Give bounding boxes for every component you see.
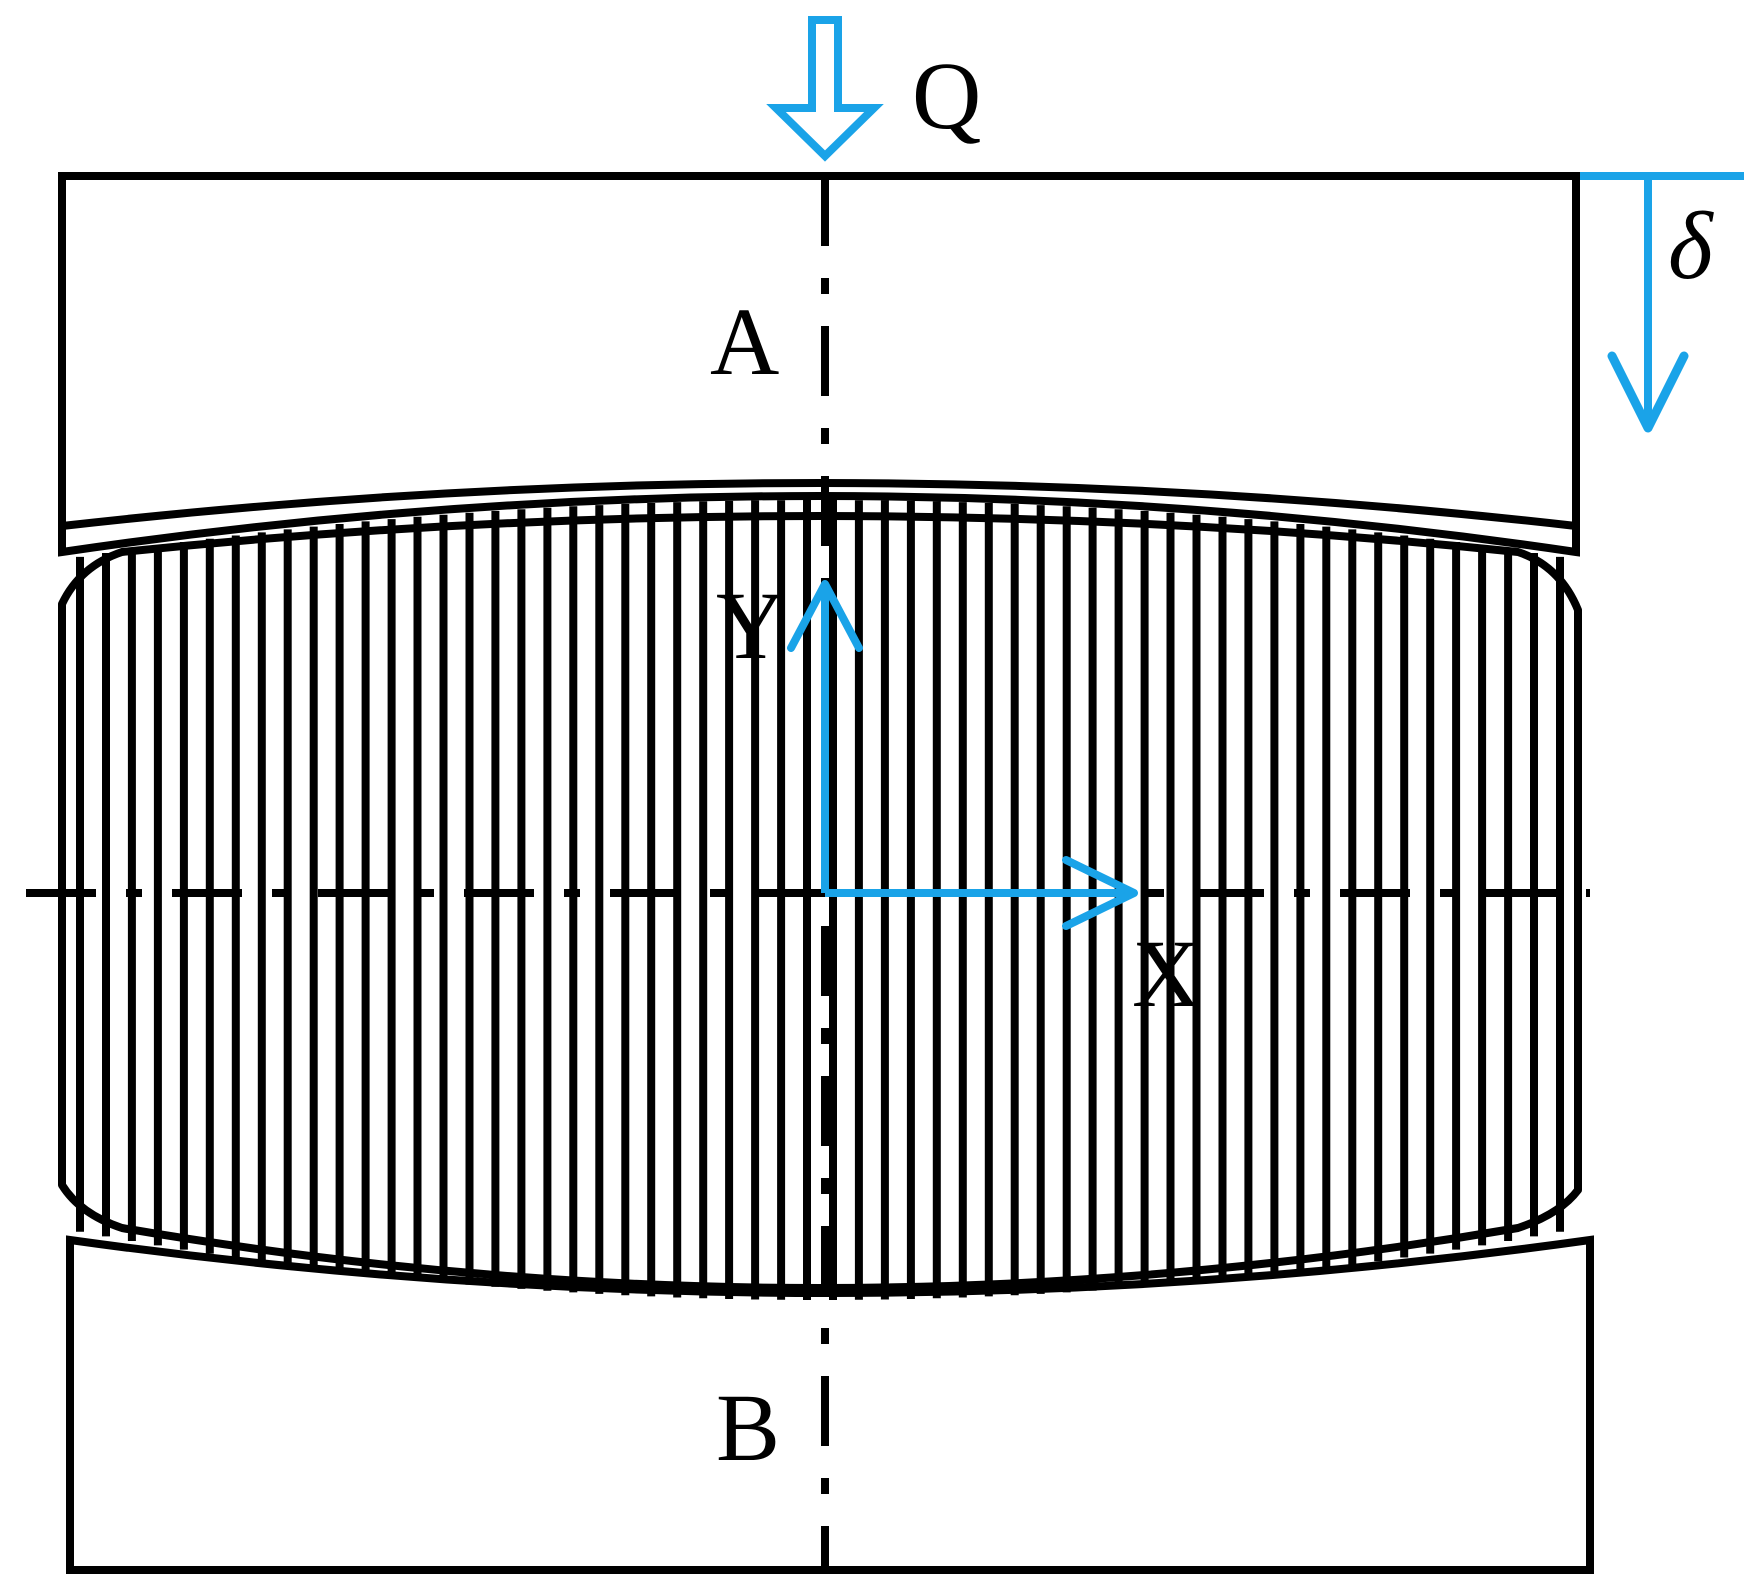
load-arrow-icon [766,16,884,162]
displacement-arrow-icon [1607,351,1689,433]
roller-hatching [76,500,1564,1300]
lower-body-label: B [716,1374,780,1481]
y-axis-arrow-icon [787,580,863,652]
y-axis-label: Y [716,572,785,679]
load-label: Q [912,42,981,149]
upper-body-a-contact-edge [61,479,1577,530]
x-axis-arrow-icon [1062,856,1138,930]
upper-body-a [58,172,1580,557]
x-axis-label: X [1132,920,1201,1027]
upper-body-label: A [710,288,779,395]
roller-outline [58,512,1582,1292]
displacement-label: δ [1668,192,1714,299]
